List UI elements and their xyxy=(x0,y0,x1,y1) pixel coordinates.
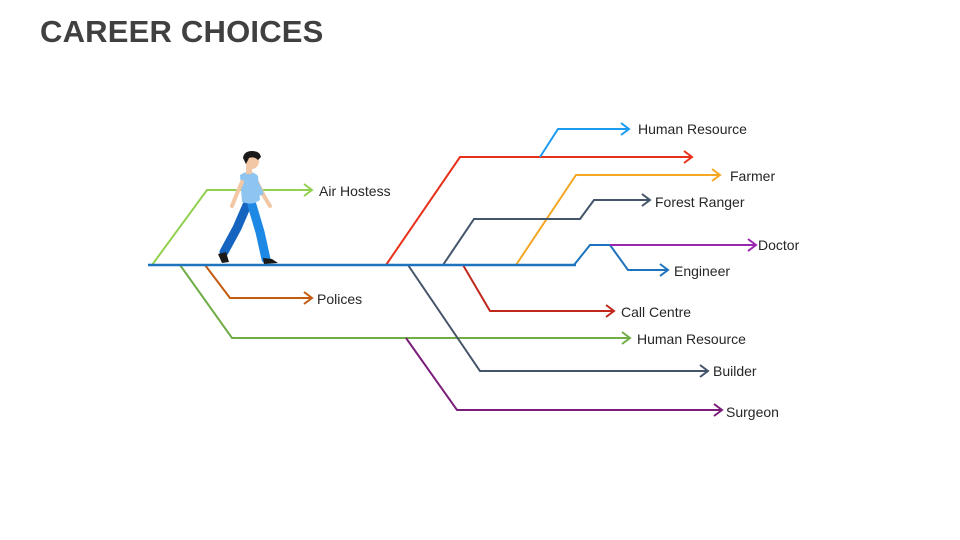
branch-builder xyxy=(407,264,710,378)
label-air-hostess: Air Hostess xyxy=(319,183,391,199)
label-surgeon: Surgeon xyxy=(726,404,779,420)
branch-doctor xyxy=(610,238,758,252)
branch-farmer xyxy=(515,168,722,266)
page-title: CAREER CHOICES xyxy=(40,14,324,49)
label-forest-ranger: Forest Ranger xyxy=(655,194,745,210)
branch-engineer xyxy=(540,244,670,277)
walking-person-illustration xyxy=(218,151,278,264)
label-builder: Builder xyxy=(713,363,757,379)
label-human-resource-upper: Human Resource xyxy=(638,121,747,137)
branch-red-arrow xyxy=(385,150,694,266)
branch-polices xyxy=(204,264,314,305)
label-polices: Polices xyxy=(317,291,362,307)
label-call-centre: Call Centre xyxy=(621,304,691,320)
label-doctor: Doctor xyxy=(758,237,800,253)
label-engineer: Engineer xyxy=(674,263,730,279)
branch-human-resource-upper xyxy=(539,122,631,158)
branch-air-hostess xyxy=(151,183,314,266)
label-farmer: Farmer xyxy=(730,168,775,184)
branch-call-centre xyxy=(462,264,616,318)
label-human-resource-lower: Human Resource xyxy=(637,331,746,347)
branch-human-resource-lower xyxy=(179,264,632,345)
branch-surgeon xyxy=(405,337,724,417)
branch-forest-ranger xyxy=(442,193,652,266)
